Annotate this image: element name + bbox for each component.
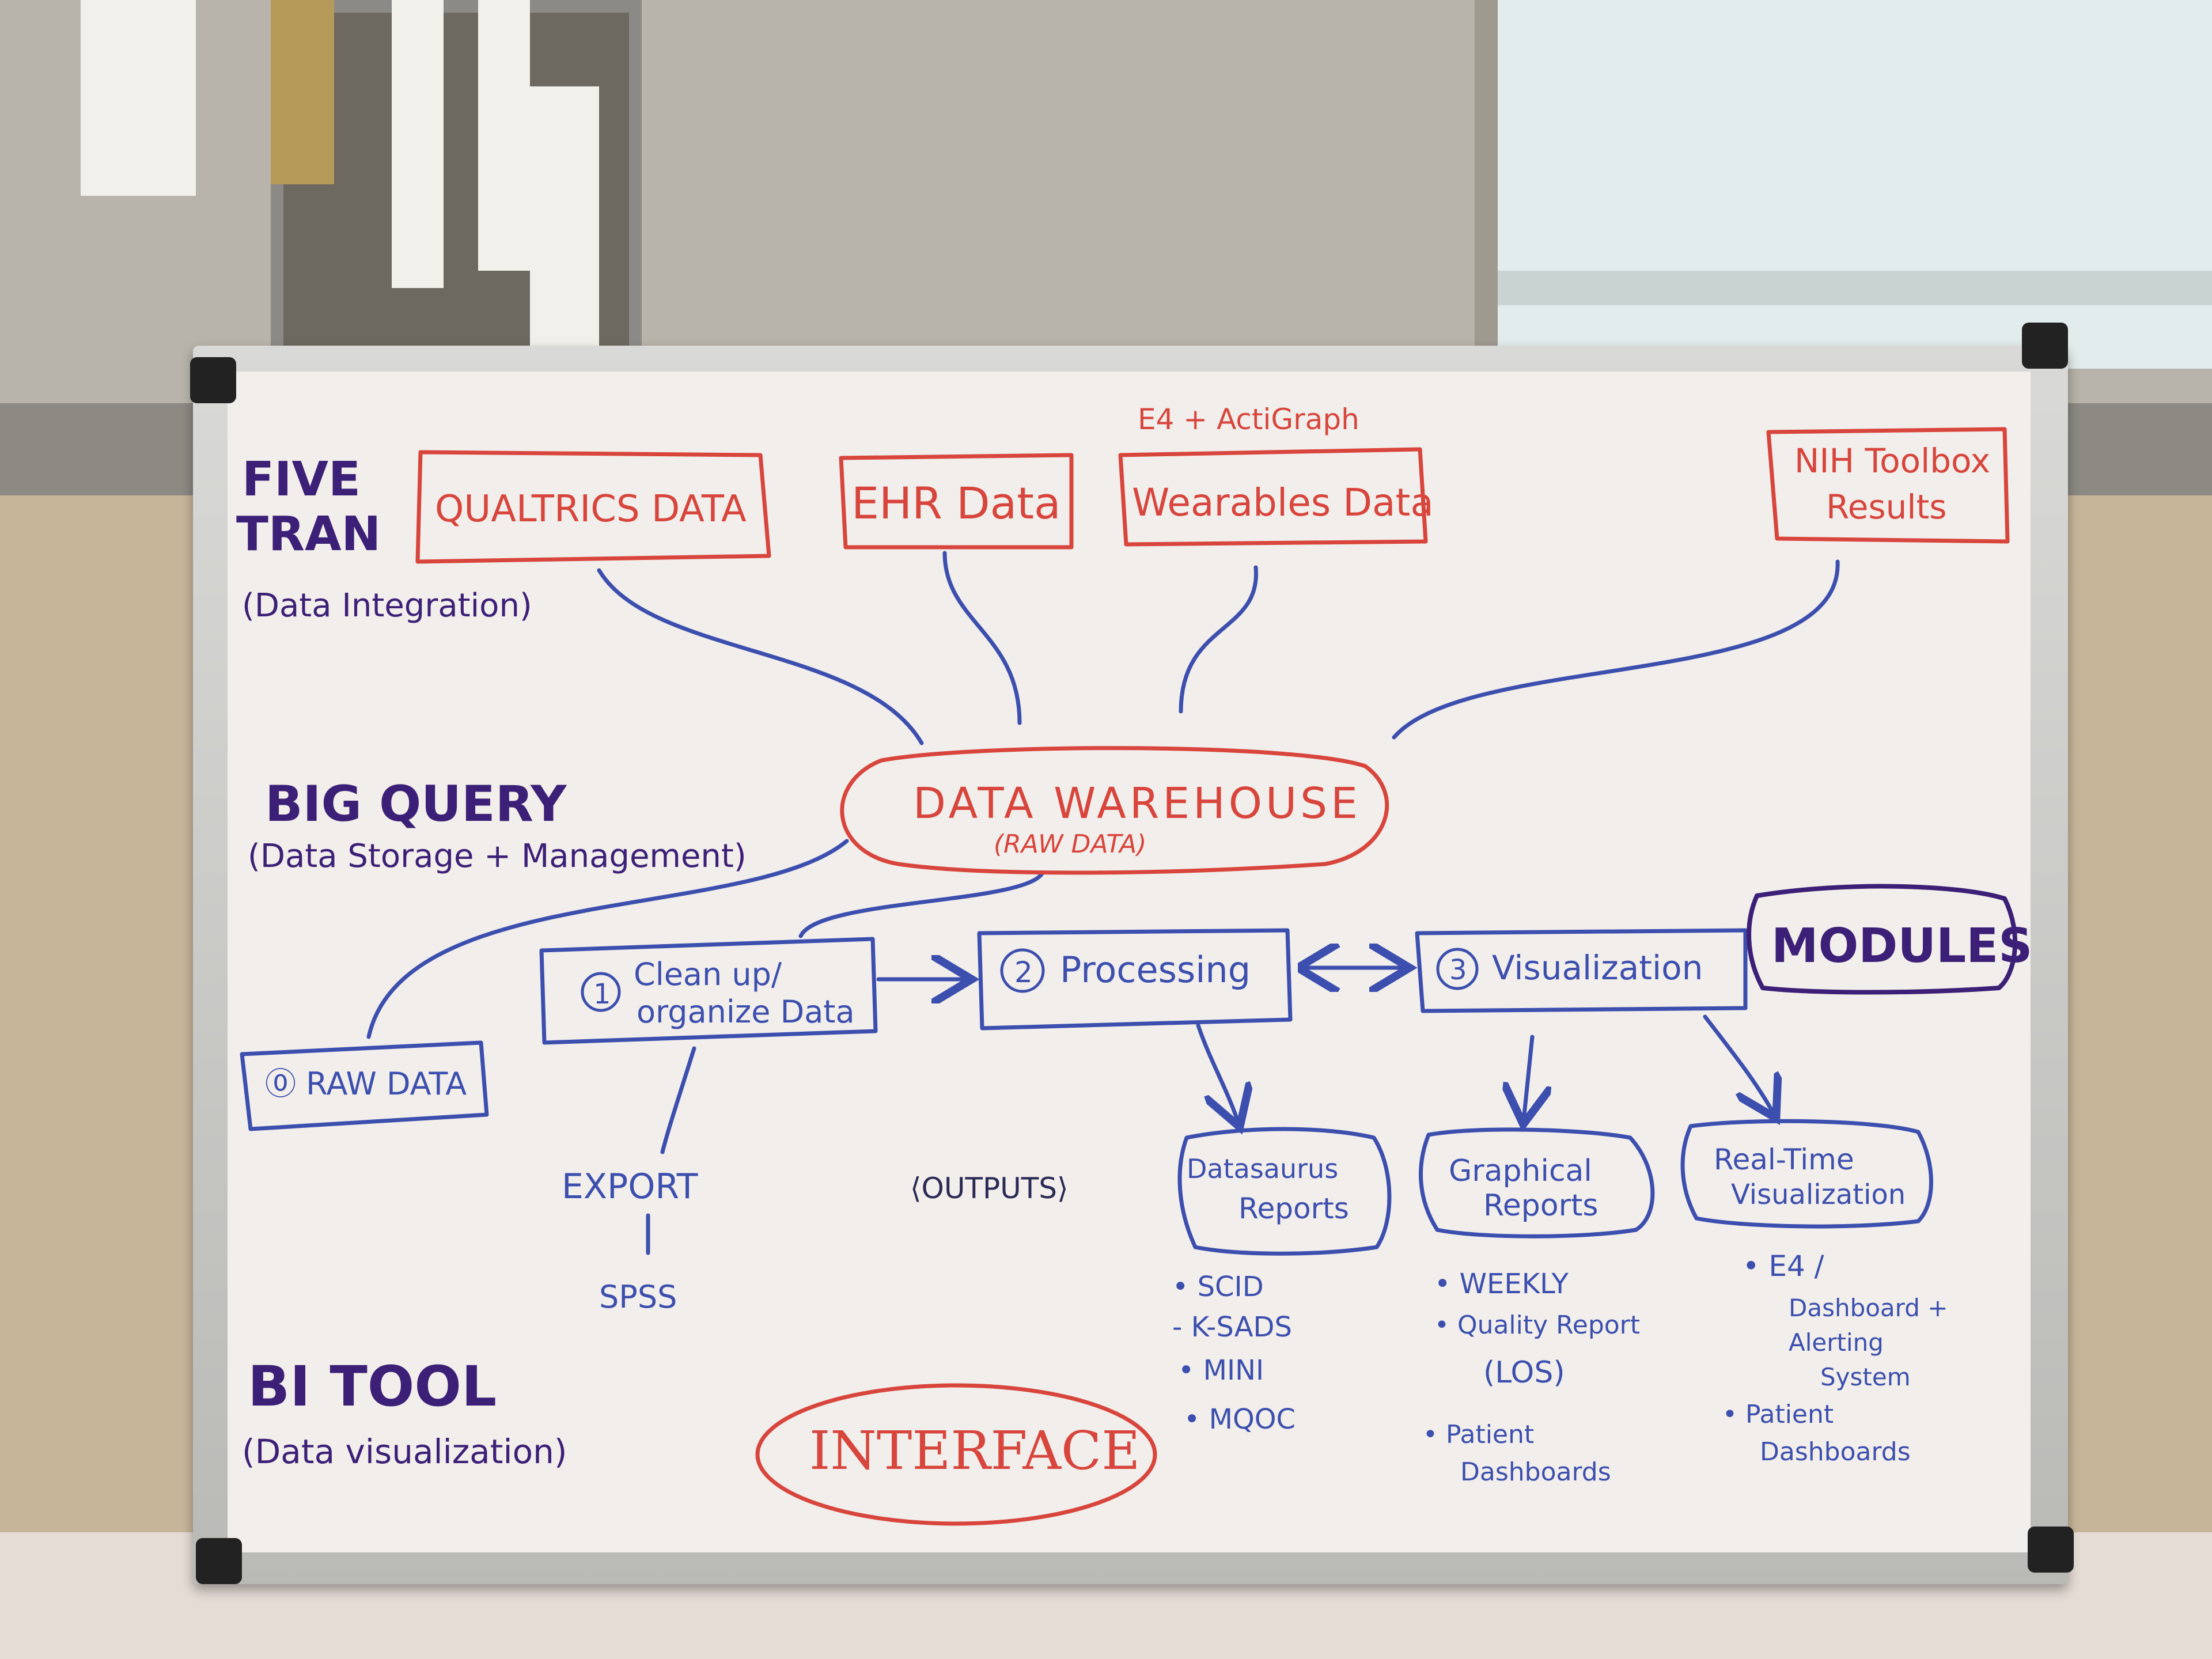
pinned-paper (392, 0, 444, 288)
datasaurus-label-line1: Datasaurus (1187, 1153, 1338, 1184)
realtime-item-4: System (1820, 1363, 1911, 1391)
datasaurus-item-4: • MQOC (1184, 1403, 1296, 1435)
big-query-label: BIG QUERY (265, 775, 567, 833)
connector-qualtrics-warehouse (597, 568, 924, 745)
graphical-item-3: (LOS) (1483, 1355, 1565, 1390)
realtime-item-1: • E4 / (1743, 1249, 1824, 1283)
graphical-item-1: • WEEKLY (1434, 1268, 1569, 1300)
realtime-label-line1: Real-Time (1714, 1143, 1854, 1176)
five-tran-label-line2: TRAN (236, 507, 381, 562)
processing-box (977, 928, 1293, 1031)
arrow-visualization-realtime (1703, 1014, 1774, 1115)
bi-tool-subtitle: (Data visualization) (242, 1432, 567, 1471)
realtime-box (1680, 1119, 1933, 1229)
connector-clean-export (660, 1046, 696, 1154)
modules-box (1747, 884, 2018, 995)
nih-box (1766, 427, 2010, 544)
ehr-box (839, 453, 1074, 550)
step-2-number: 2 (1014, 956, 1033, 989)
whiteboard (228, 372, 2031, 1552)
graphical-label-line1: Graphical (1449, 1154, 1592, 1188)
processing-label: Processing (1060, 949, 1251, 991)
arrow-visualization-graphical (1524, 1035, 1532, 1120)
step-2-circle (1000, 948, 1045, 993)
five-tran-subtitle: (Data Integration) (242, 587, 532, 624)
warehouse-ellipse (840, 746, 1389, 875)
board-corner (2028, 1527, 2074, 1573)
step-1-circle (581, 972, 621, 1012)
connector-warehouse-clean (798, 870, 1045, 938)
realtime-item-6: Dashboards (1760, 1437, 1911, 1467)
connector-warehouse-raw (366, 839, 849, 1039)
graphical-label-line2: Reports (1483, 1188, 1598, 1223)
window (1498, 0, 2212, 369)
step-3-circle (1436, 948, 1479, 990)
visualization-label: Visualization (1492, 948, 1703, 987)
interface-label: INTERFACE (809, 1420, 1140, 1482)
spss-label: SPSS (599, 1279, 677, 1315)
graphical-reports-box (1418, 1127, 1655, 1238)
warehouse-title: DATA WAREHOUSE (913, 779, 1361, 828)
datasaurus-item-2: - K-SADS (1172, 1311, 1292, 1343)
raw-data-box (240, 1040, 489, 1131)
graphical-item-4: • Patient (1423, 1420, 1534, 1449)
qualtrics-label: QUALTRICS DATA (435, 488, 747, 531)
step-3-number: 3 (1449, 954, 1467, 986)
raw-data-label: ⓪ RAW DATA (265, 1066, 467, 1102)
realtime-item-3: Alerting (1789, 1328, 1884, 1357)
arrow-processing-reports (1196, 1023, 1238, 1123)
warehouse-subtitle: (RAW DATA) (994, 830, 1146, 859)
datasaurus-item-1: • SCID (1172, 1271, 1264, 1303)
pinned-paper (478, 0, 530, 271)
realtime-item-2: Dashboard + (1789, 1294, 1948, 1322)
datasaurus-item-3: • MINI (1178, 1354, 1264, 1387)
nih-label-line1: NIH Toolbox (1794, 441, 1990, 480)
realtime-item-5: • Patient (1722, 1400, 1834, 1429)
qualtrics-box (415, 450, 771, 564)
ehr-label: EHR Data (851, 478, 1061, 529)
pinned-paper (530, 86, 599, 346)
board-corner (190, 357, 236, 403)
export-label: EXPORT (562, 1166, 698, 1207)
interface-ellipse (755, 1383, 1157, 1526)
datasaurus-label-line2: Reports (1238, 1192, 1349, 1225)
clean-up-box (539, 937, 878, 1045)
datasaurus-reports-box (1177, 1127, 1392, 1256)
pinned-paper (81, 0, 196, 196)
wearables-box (1118, 447, 1428, 547)
pinned-photo (271, 0, 334, 184)
connector-ehr-warehouse (942, 551, 1022, 725)
step-1-number: 1 (593, 978, 611, 1010)
clean-up-label-line1: Clean up/ (634, 956, 782, 993)
bi-tool-label: BI TOOL (248, 1354, 497, 1419)
wearables-label: Wearables Data (1132, 480, 1434, 525)
modules-label: MODULES (1771, 919, 2032, 974)
window-sill (1498, 271, 2212, 305)
board-corner (196, 1538, 242, 1584)
visualization-box (1415, 928, 1748, 1013)
connector-wearables-warehouse (1179, 565, 1258, 714)
connector-nih-warehouse (1392, 559, 1840, 740)
wearables-note: E4 + ActiGraph (1138, 403, 1359, 436)
graphical-item-2: • Quality Report (1434, 1310, 1640, 1340)
realtime-label-line2: Visualization (1731, 1179, 1906, 1211)
big-query-subtitle: (Data Storage + Management) (248, 838, 747, 875)
nih-label-line2: Results (1826, 487, 1946, 527)
outputs-label: ⟨OUTPUTS⟩ (910, 1172, 1069, 1205)
board-corner (2022, 323, 2068, 369)
graphical-item-5: Dashboards (1460, 1457, 1611, 1487)
clean-up-label-line2: organize Data (637, 994, 855, 1030)
five-tran-label-line1: FIVE (242, 452, 361, 507)
